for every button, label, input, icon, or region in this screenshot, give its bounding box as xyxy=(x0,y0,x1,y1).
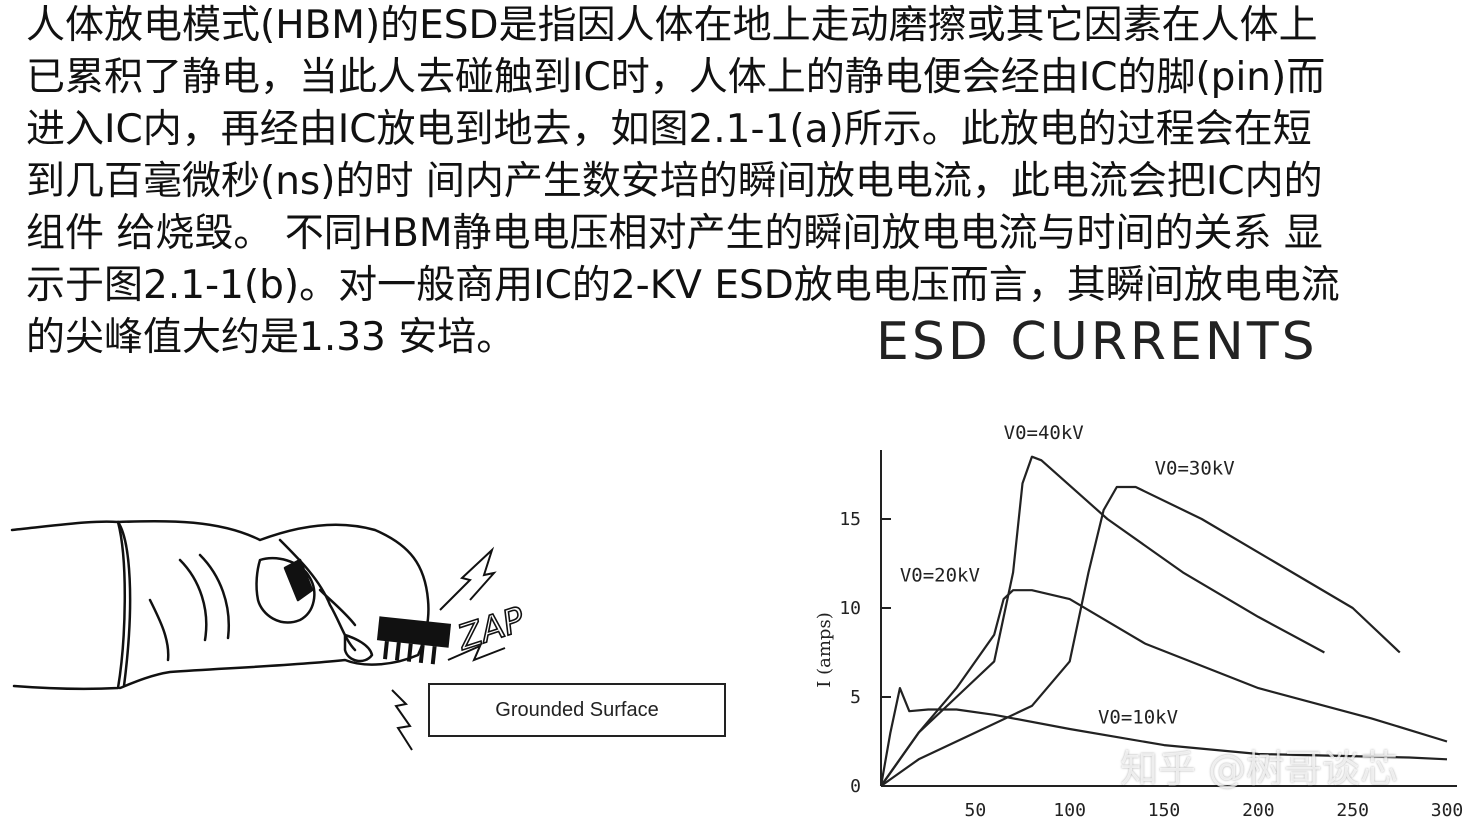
y-tick-label: 10 xyxy=(839,598,861,619)
series-annotation: V0=20kV xyxy=(900,564,980,586)
y-axis-label: I (amps) xyxy=(814,612,835,687)
esd-currents-chart: 0 5 10 15 50 100 150 200 250 300 I (amps) V0=40kV V0… xyxy=(814,422,1464,821)
chart-title: ESD CURRENTS xyxy=(876,312,1318,372)
paragraph-line: 的尖峰值大约是1.33 安培。 xyxy=(26,315,516,360)
y-tick-label: 0 xyxy=(850,776,861,797)
paragraph-line: 已累积了静电，当此人去碰触到IC时，人体上的静电便会经由IC的脚(pin)而 xyxy=(26,55,1326,100)
grounded-surface-label: Grounded Surface xyxy=(495,698,659,721)
series-line-2 xyxy=(880,485,1401,787)
grounded-surface-box: Grounded Surface xyxy=(428,683,726,737)
y-tick-label: 15 xyxy=(839,509,861,530)
paragraph-line: 示于图2.1-1(b)。对一般商用IC的2-KV ESD放电电压而言，其瞬间放电… xyxy=(26,263,1340,308)
paragraph-line: 组件 给烧毁。 不同HBM静电电压相对产生的瞬间放电电流与时间的关系 显 xyxy=(26,211,1323,256)
x-tick-label: 150 xyxy=(1148,800,1181,821)
ic-chip xyxy=(376,616,452,665)
zap-label: ZAP xyxy=(452,599,530,658)
zap-bolts xyxy=(391,546,506,751)
series-annotation: V0=40kV xyxy=(1004,422,1084,444)
x-tick-label: 250 xyxy=(1336,800,1369,821)
series-annotation: V0=30kV xyxy=(1155,458,1235,480)
series-annotation: V0=10kV xyxy=(1098,707,1178,729)
series-line-3 xyxy=(880,589,1448,787)
body-paragraph: 人体放电模式(HBM)的ESD是指因人体在地上走动磨擦或其它因素在人体上 已累积… xyxy=(26,0,1471,364)
x-tick-label: 50 xyxy=(964,800,986,821)
x-tick-label: 300 xyxy=(1431,800,1464,821)
hand-discharge-illustration: ZAP xyxy=(10,519,531,751)
series-line-1 xyxy=(880,455,1325,787)
x-tick-label: 200 xyxy=(1242,800,1275,821)
thumb-outline xyxy=(278,538,357,652)
paragraph-line: 到几百毫微秒(ns)的时 间内产生数安培的瞬间放电电流，此电流会把IC内的 xyxy=(26,159,1323,204)
y-tick-label: 5 xyxy=(850,687,861,708)
sleeve-outline xyxy=(10,520,127,691)
paragraph-line: 人体放电模式(HBM)的ESD是指因人体在地上走动磨擦或其它因素在人体上 xyxy=(26,3,1318,48)
x-tick-label: 100 xyxy=(1053,800,1086,821)
series-line-4 xyxy=(879,687,1448,787)
paragraph-line: 进入IC内，再经由IC放电到地去，如图2.1-1(a)所示。此放电的过程会在短 xyxy=(26,107,1312,152)
watermark-text: 知乎 @树哥谈芯 xyxy=(1120,747,1399,791)
hand-outline xyxy=(116,519,430,690)
